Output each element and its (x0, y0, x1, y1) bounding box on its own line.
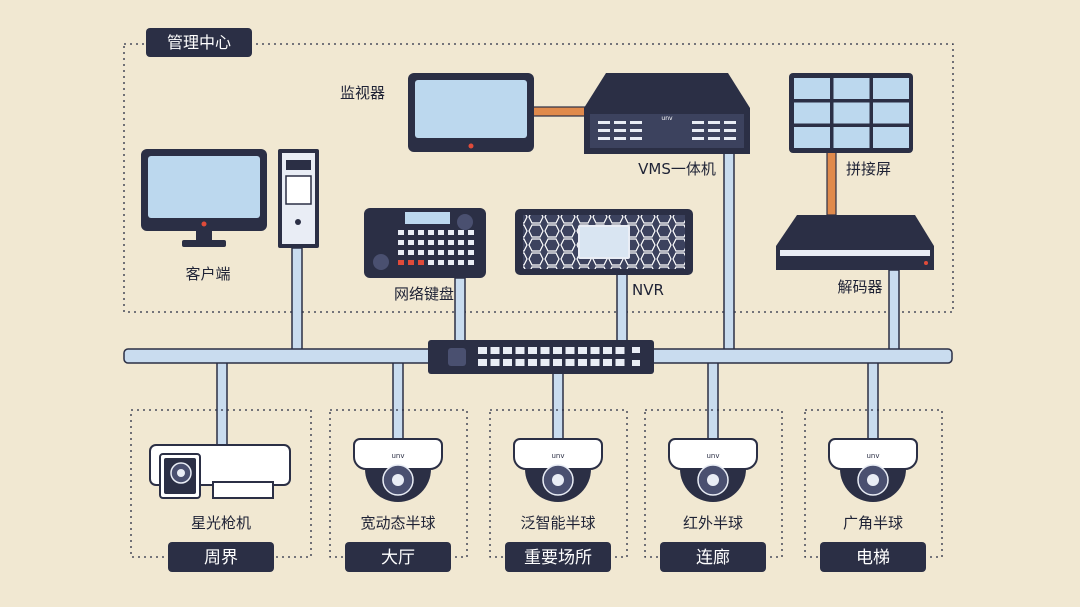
camera-label: 泛智能半球 (520, 514, 595, 532)
client-label: 客户端 (185, 265, 230, 283)
downlink-lines (216, 361, 879, 449)
bullet-camera (149, 444, 291, 499)
dome-camera: unv (668, 438, 758, 502)
client-pc-device (141, 149, 319, 248)
decoder-label: 解码器 (837, 278, 882, 296)
monitor-device (408, 73, 534, 152)
management-center-frame (123, 43, 954, 313)
dome-brand-mark: unv (706, 452, 719, 460)
video-wall-label: 拼接屏 (846, 160, 891, 178)
vms-brand-mark: unv (661, 115, 673, 122)
monitor-label: 监视器 (340, 84, 385, 102)
dome-brand-mark: unv (391, 452, 404, 460)
network-switch (428, 340, 654, 374)
decoder-device (776, 215, 934, 270)
keyboard-device (364, 208, 486, 278)
keyboard-label: 网络键盘 (394, 285, 454, 303)
dome-camera: unv (513, 438, 603, 502)
zone-label: 周界 (204, 548, 238, 568)
nvr-label: NVR (632, 281, 664, 299)
zone-tag-elevator: 电梯 (820, 542, 926, 572)
dome-brand-mark: unv (551, 452, 564, 460)
camera-label: 红外半球 (683, 514, 743, 532)
camera-label: 广角半球 (843, 514, 903, 532)
zone-label: 大厅 (381, 548, 415, 568)
monitor-vms-link (530, 106, 592, 117)
dome-brand-mark: unv (866, 452, 879, 460)
zone-tag-corridor: 连廊 (660, 542, 766, 572)
wall-decoder-link (826, 150, 837, 216)
zone-label: 重要场所 (524, 548, 592, 568)
management-center-badge: 管理中心 (146, 28, 252, 57)
camera-label: 宽动态半球 (360, 514, 435, 532)
nvr-device (515, 209, 693, 275)
zone-tag-lobby: 大厅 (345, 542, 451, 572)
camera-label: 星光枪机 (191, 514, 251, 532)
dome-camera: unv (353, 438, 443, 502)
zone-tag-perimeter: 周界 (168, 542, 274, 572)
video-wall-device (789, 73, 913, 153)
vms-label: VMS一体机 (638, 160, 716, 178)
zone-tag-key-area: 重要场所 (505, 542, 611, 572)
vms-device: unv (584, 73, 750, 154)
zone-label: 电梯 (856, 548, 890, 568)
camera-frames (130, 409, 943, 558)
dome-camera: unv (828, 438, 918, 502)
zone-label: 连廊 (696, 548, 730, 568)
management-center-title: 管理中心 (167, 33, 231, 52)
